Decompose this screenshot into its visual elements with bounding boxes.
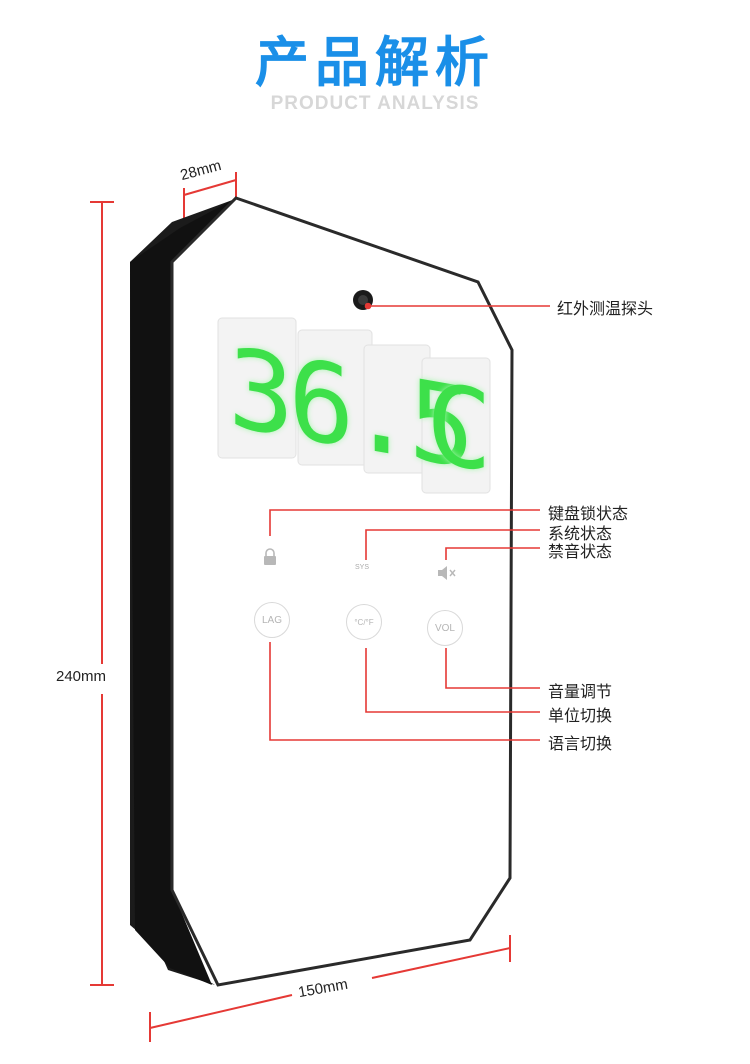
callout-volume-adjust: 音量调节: [548, 682, 613, 701]
unit-button[interactable]: °C/°F: [346, 604, 382, 640]
callout-mute-status: 禁音状态: [548, 542, 613, 561]
height-dimension-label: 240mm: [56, 668, 107, 685]
lock-icon: [264, 548, 276, 565]
language-button[interactable]: LAG: [254, 602, 290, 638]
callout-unit-switch: 单位切换: [548, 706, 613, 725]
volume-button[interactable]: VOL: [427, 610, 463, 646]
callout-keyboard-lock: 键盘锁状态: [548, 504, 629, 523]
callout-language-switch: 语言切换: [548, 734, 613, 753]
sys-indicator: SYS: [355, 564, 370, 571]
page-title: 产品解析: [255, 31, 495, 94]
speaker-mute-icon: [438, 566, 456, 580]
page-subtitle: PRODUCT ANALYSIS: [270, 93, 480, 114]
callout-system-status: 系统状态: [548, 524, 613, 543]
dimension-lines: [90, 172, 511, 1042]
callout-ir-probe: 红外测温探头: [557, 299, 654, 318]
led-display: [217, 317, 491, 494]
